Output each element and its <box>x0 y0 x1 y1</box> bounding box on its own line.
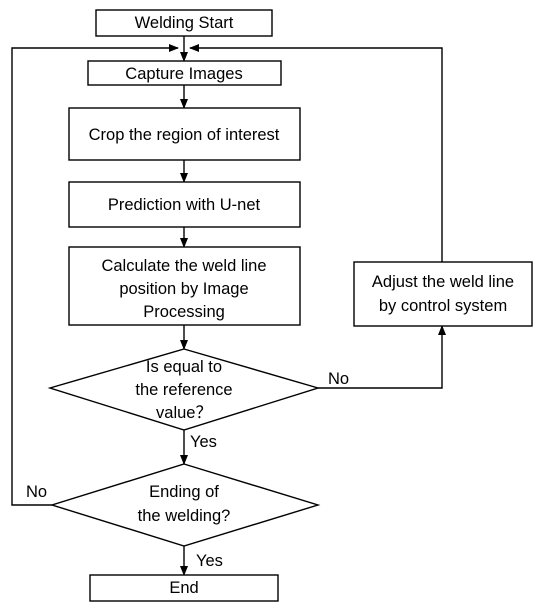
node-calculate-line-1: Calculate the weld line <box>101 257 266 275</box>
edge-adjust-loop-back <box>189 44 443 262</box>
node-prediction-unet: Prediction with U-net <box>68 181 301 228</box>
node-end-label: End <box>169 579 198 597</box>
node-prediction-unet-label: Prediction with U-net <box>108 196 261 214</box>
node-adjust-line-2: by control system <box>379 297 507 315</box>
edges <box>11 36 446 576</box>
node-calculate-line-2: position by Image <box>119 280 248 298</box>
node-welding-start-label: Welding Start <box>135 14 234 32</box>
edge-label-end-yes: Yes <box>196 552 223 570</box>
node-decision-equal-line-1: Is equal to <box>146 358 222 376</box>
edge-label-equal-yes: Yes <box>190 433 217 451</box>
node-decision-equal-line-2: the reference <box>135 381 232 399</box>
node-capture-images: Capture Images <box>87 60 282 86</box>
node-decision-end-line-1: Ending of <box>149 483 219 501</box>
node-decision-end-line-2: the welding? <box>138 507 231 525</box>
node-crop-region: Crop the region of interest <box>68 107 301 161</box>
node-decision-equal: Is equal to the reference value？ <box>47 348 321 431</box>
node-capture-images-label: Capture Images <box>125 65 242 83</box>
edge-label-end-no: No <box>26 483 47 501</box>
edge-decision-equal-no <box>318 325 446 389</box>
node-adjust-line-1: Adjust the weld line <box>372 273 514 291</box>
node-calculate-weld-line: Calculate the weld line position by Imag… <box>68 246 301 326</box>
node-decision-end: Ending of the welding? <box>49 463 321 547</box>
edge-label-equal-no: No <box>328 370 349 388</box>
node-crop-region-label: Crop the region of interest <box>89 126 280 144</box>
node-end: End <box>89 574 279 602</box>
node-calculate-line-3: Processing <box>143 303 225 321</box>
node-decision-equal-line-3: value？ <box>156 404 212 422</box>
edge-decision-end-no-loop-back <box>11 44 179 506</box>
node-adjust-weld-line: Adjust the weld line by control system <box>353 261 533 327</box>
node-welding-start: Welding Start <box>95 9 273 37</box>
